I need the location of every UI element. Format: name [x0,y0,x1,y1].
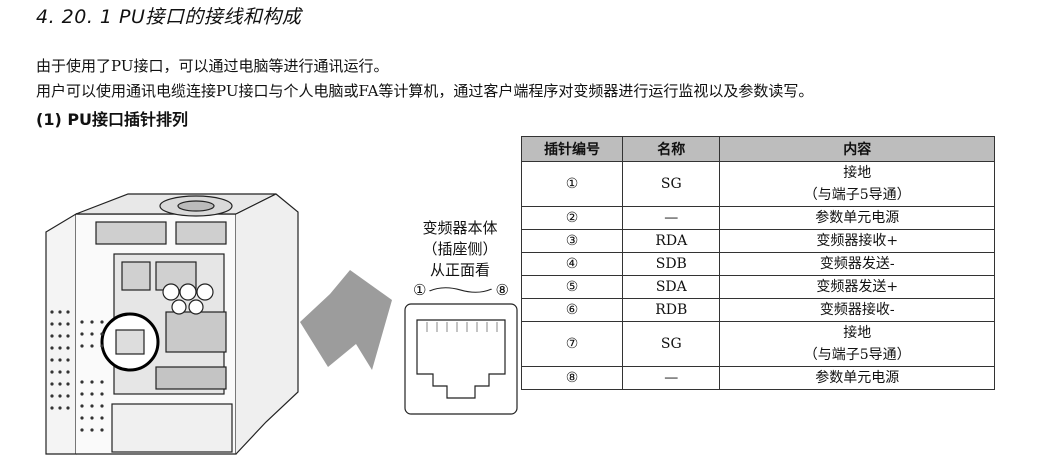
pin-name-cell: — [622,366,721,390]
pin-number-cell: ⑧ [520,366,624,390]
pin-desc-cell: 变频器发送+ [719,275,995,299]
pin-number-cell: ⑦ [520,321,624,367]
header-name: 名称 [622,136,721,162]
table-header-row: 插针编号 名称 内容 [520,136,995,162]
caption-line: （插座侧） [422,240,498,258]
table-row: ⑥ RDB 变频器接收- [520,298,995,322]
caption-line: 从正面看 [429,261,490,279]
pin-desc-cell: 接地 （与端子5导通） [719,321,995,367]
pin-number-cell: ③ [520,229,624,253]
table-row: ⑦ SG 接地 （与端子5导通） [520,321,995,367]
desc-line: （与端子5导通） [803,347,911,363]
pin-layout-heading: (1) PU接口插针排列 [36,110,189,129]
pin-name-cell: SDA [622,275,721,299]
pin-name-cell: RDB [622,298,721,322]
desc-line: 接地 [843,165,872,181]
wave-icon [429,287,493,293]
pin-desc-cell: 变频器接收+ [719,229,995,253]
pin-name-cell: SDB [622,252,721,276]
pin-number-cell: ④ [520,252,624,276]
table-row: ② — 参数单元电源 [520,206,995,230]
pin-desc-cell: 参数单元电源 [719,206,995,230]
desc-line: 接地 [843,325,872,341]
pin-range-label: ① ⑧ [413,281,509,299]
pin-desc-cell: 接地 （与端子5导通） [719,161,995,207]
caption-line: 变频器本体 [422,219,498,237]
pin-start-label: ① [413,281,427,299]
inverter-illustration [45,193,299,455]
pin-desc-cell: 变频器发送- [719,252,995,276]
pin-desc-cell: 变频器接收- [719,298,995,322]
pointer-arrow [300,270,392,370]
section-title: 4. 20. 1 PU接口的接线和构成 [36,6,302,28]
pin-number-cell: ⑥ [520,298,624,322]
pin-name-cell: RDA [622,229,721,253]
header-pin-number: 插针编号 [520,136,624,162]
table-row: ① SG 接地 （与端子5导通） [520,161,995,207]
usage-paragraph: 用户可以使用通讯电缆连接PU接口与个人电脑或FA等计算机，通过客户端程序对变频器… [36,82,814,100]
pin-desc-cell: 参数单元电源 [719,366,995,390]
pin-number-cell: ② [520,206,624,230]
table-row: ③ RDA 变频器接收+ [520,229,995,253]
header-content: 内容 [719,136,995,162]
pin-number-cell: ① [520,161,624,207]
pin-number-cell: ⑤ [520,275,624,299]
connector-caption: 变频器本体 （插座侧） 从正面看 [400,218,520,281]
table-row: ⑧ — 参数单元电源 [520,366,995,390]
pin-name-cell: SG [622,161,721,207]
rj45-socket-illustration [404,303,518,415]
pin-end-label: ⑧ [495,281,509,299]
intro-paragraph: 由于使用了PU接口，可以通过电脑等进行通讯运行。 [36,57,389,75]
desc-line: （与端子5导通） [803,187,911,203]
pin-name-cell: SG [622,321,721,367]
table-row: ④ SDB 变频器发送- [520,252,995,276]
pin-name-cell: — [622,206,721,230]
table-row: ⑤ SDA 变频器发送+ [520,275,995,299]
pin-assignment-table: 插针编号 名称 内容 ① SG 接地 （与端子5导通） ② — 参数单元电源 ③… [520,136,995,390]
